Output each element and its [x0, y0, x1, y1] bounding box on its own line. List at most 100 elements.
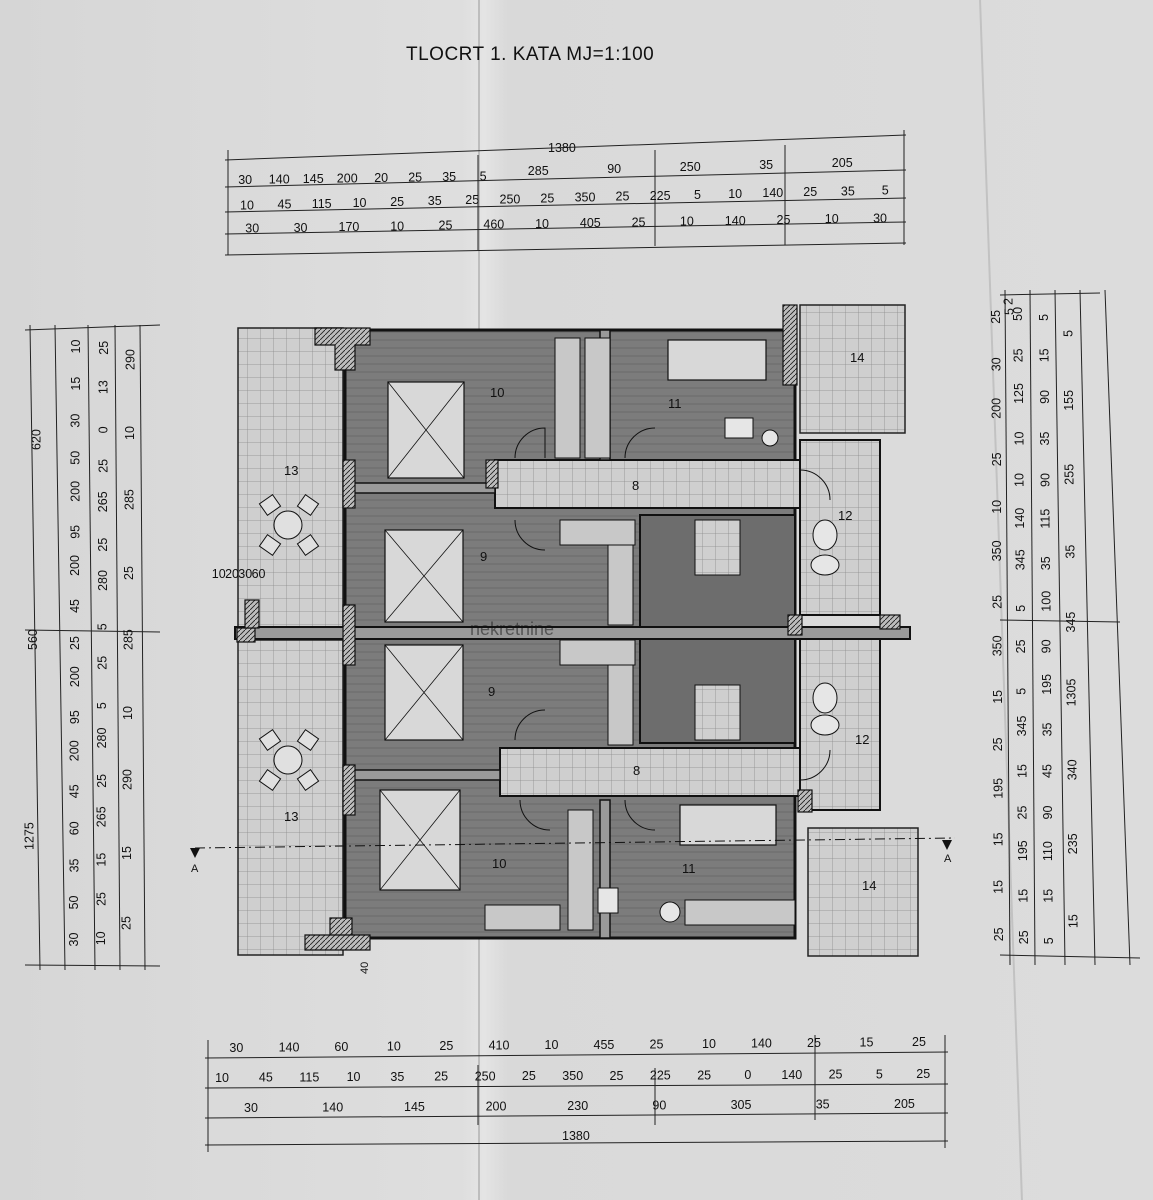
room-label-13-upper: 13 — [284, 463, 298, 478]
section-line-A — [190, 837, 956, 858]
terrace-furniture-upper — [258, 493, 320, 557]
dim-label-bottom_row2-14: 25 — [829, 1068, 843, 1082]
dim-label-left_a-13: 0 — [97, 426, 111, 433]
dim-label-left_small-2: 30 — [238, 567, 252, 581]
dim-label-bottom_row3-8: 205 — [894, 1097, 915, 1111]
dim-label-right_e-1: 5 — [1003, 308, 1017, 315]
dim-label-left_a-3: 265 — [95, 806, 109, 827]
dim-label-top_row3-8: 25 — [540, 191, 554, 205]
dim-label-left_a-7: 25 — [95, 656, 109, 670]
dim-label-right_d-4: 345 — [1064, 612, 1078, 633]
room-label-11-lower: 11 — [682, 861, 696, 876]
dim-label-bottom_row1-3: 10 — [387, 1040, 401, 1054]
dim-label-right_b-7: 5 — [1014, 605, 1028, 612]
dim-label-left_b-8: 290 — [124, 349, 138, 370]
dim-label-right_c-0: 5 — [1037, 314, 1051, 321]
dim-label-bottom_row2-6: 250 — [475, 1070, 496, 1084]
dim-label-bottom_row2-13: 140 — [781, 1068, 802, 1082]
dim-label-top_row4-11: 25 — [777, 213, 791, 227]
dim-label-right_c-8: 90 — [1040, 639, 1054, 653]
dim-label-left_b-7: 10 — [123, 426, 137, 440]
dim-label-left_a-11: 265 — [96, 491, 110, 512]
dim-label-left_b-2: 290 — [120, 769, 134, 790]
dim-label-right_c-9: 195 — [1040, 674, 1054, 695]
dim-label-right_a-9: 25 — [991, 737, 1005, 751]
dim-label-right_b-4: 10 — [1013, 473, 1027, 487]
dim-label-left_mid-13: 50 — [69, 451, 83, 465]
dim-label-right_a-8: 15 — [991, 690, 1005, 704]
dim-label-top_row4-2: 170 — [339, 220, 360, 234]
hallway-upper — [494, 459, 801, 509]
dim-label-right_a-5: 350 — [990, 540, 1004, 561]
dim-label-bottom_row2-1: 45 — [259, 1071, 273, 1085]
bathroom-fixtures — [597, 417, 840, 923]
dim-label-bottom_row2-9: 25 — [610, 1069, 624, 1083]
dim-label-left_a-2: 15 — [95, 853, 109, 867]
dim-label-bottom_row3-6: 305 — [731, 1098, 752, 1112]
room-label-13-lower: 13 — [284, 809, 298, 824]
dim-label-left_mid-5: 200 — [68, 740, 82, 761]
room-label-9-upper: 9 — [480, 549, 487, 564]
balcony-upper-right — [799, 304, 906, 434]
dim-label-bottom_row2-0: 10 — [215, 1071, 229, 1085]
dim-label-right_b-8: 25 — [1014, 639, 1028, 653]
dim-label-top_row3-17: 5 — [882, 183, 889, 197]
dim-label-right_a-2: 200 — [990, 398, 1004, 419]
dim-label-top-total: 1380 — [548, 141, 576, 155]
balcony-lower-right — [807, 827, 919, 957]
dim-label-left_a-6: 5 — [95, 702, 109, 709]
room-label-8-upper: 8 — [632, 478, 639, 493]
dim-label-top_row3-6: 25 — [465, 193, 479, 207]
dim-label-bottom_row2-7: 25 — [522, 1069, 536, 1083]
dim-label-top_row3-7: 250 — [500, 192, 521, 206]
stair-landing-lower — [694, 684, 741, 741]
dim-label-right_b-12: 25 — [1016, 806, 1030, 820]
dim-label-left_mid-16: 10 — [69, 340, 83, 354]
dim-label-right_b-1: 25 — [1012, 348, 1026, 362]
dim-label-right_c-6: 35 — [1039, 556, 1053, 570]
dim-label-right_c-14: 15 — [1042, 889, 1056, 903]
dim-label-bottom_row1-1: 140 — [279, 1040, 300, 1054]
dim-label-left_mid-9: 45 — [68, 599, 82, 613]
dim-label-bottom_row1-8: 25 — [650, 1037, 664, 1051]
dim-label-left_outer-0: 1275 — [23, 822, 37, 850]
dim-label-bottom_row1-2: 60 — [334, 1040, 348, 1054]
dim-label-left_a-15: 25 — [97, 341, 111, 355]
room-label-12-upper: 12 — [838, 508, 852, 523]
dim-label-left_mid-7: 200 — [68, 666, 82, 687]
dim-label-bottom_row3-3: 200 — [486, 1099, 507, 1113]
dim-label-bottom_row2-4: 35 — [390, 1070, 404, 1084]
top-dimension-lines — [224, 130, 907, 256]
wall-10-11-lower — [599, 799, 611, 939]
dim-label-left_b-0: 25 — [119, 916, 133, 930]
dim-label-top_row4-1: 30 — [294, 221, 308, 235]
dim-label-left_b-5: 25 — [122, 566, 136, 580]
dim-label-right_b-9: 5 — [1015, 688, 1029, 695]
dim-label-right_b-11: 15 — [1015, 764, 1029, 778]
dim-label-right_c-4: 90 — [1038, 473, 1052, 487]
dim-label-right_c-10: 35 — [1040, 722, 1054, 736]
dim-label-right_a-13: 25 — [992, 927, 1006, 941]
dim-label-bottom_row3-5: 90 — [652, 1099, 666, 1113]
dim-label-bottom_row3-7: 35 — [816, 1098, 830, 1112]
dim-label-right_c-2: 90 — [1038, 390, 1052, 404]
dim-label-left_mid-14: 30 — [69, 414, 83, 428]
hallway-lower — [499, 747, 806, 797]
dim-label-top_row1-3: 35 — [759, 158, 773, 172]
dim-label-left_a-4: 25 — [95, 774, 109, 788]
wall-rooms-10-9-upper — [344, 482, 496, 494]
dim-label-right_c-5: 115 — [1039, 509, 1053, 529]
dim-label-right_b-10: 345 — [1015, 715, 1029, 736]
dim-label-bottom_row1-9: 10 — [702, 1037, 716, 1051]
dim-label-right_b-3: 10 — [1012, 432, 1026, 446]
dim-label-bottom_row2-10: 225 — [650, 1069, 671, 1083]
dim-label-top_row4-7: 405 — [580, 216, 601, 230]
dim-label-top_row3-3: 10 — [353, 196, 367, 210]
room-label-8-lower: 8 — [633, 763, 640, 778]
dim-label-top_row4-13: 30 — [873, 211, 887, 225]
dim-label-left_b-3: 10 — [121, 706, 135, 720]
dim-label-top_row3-13: 10 — [728, 187, 742, 201]
dim-label-bottom_row2-5: 25 — [434, 1070, 448, 1084]
dim-label-left_mid-4: 45 — [68, 784, 82, 798]
